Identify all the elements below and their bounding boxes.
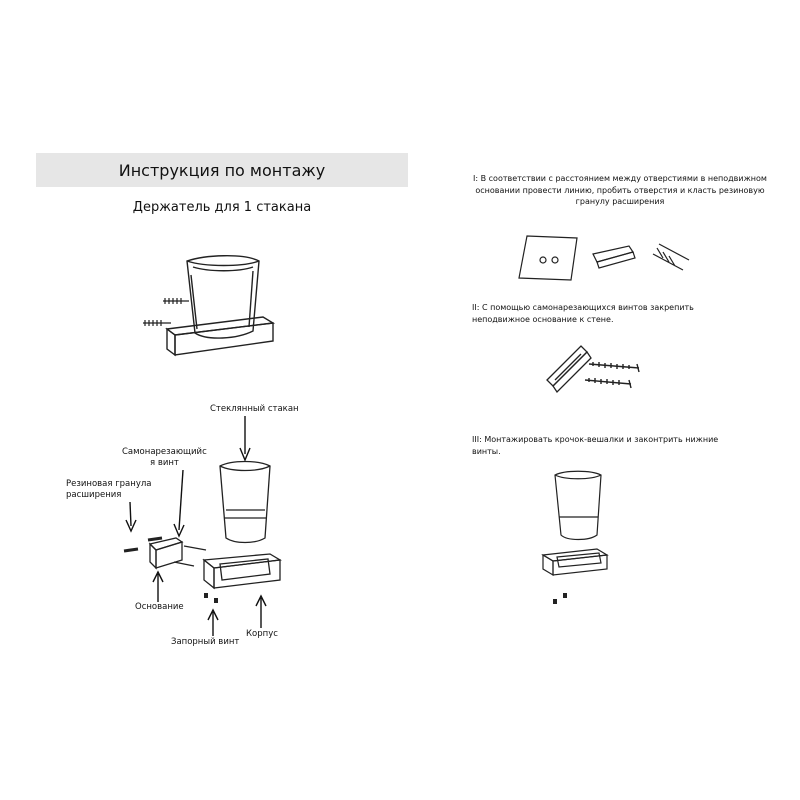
step-3-text: III: Монтажировать крочок-вешалки и зако… (472, 435, 719, 456)
label-anchor-2: расширения (66, 490, 122, 500)
arrow-up-icon (207, 608, 219, 636)
page-title: Инструкция по монтажу (36, 153, 408, 187)
wall-anchor-icon (652, 243, 690, 271)
wall-anchor-icon (123, 536, 163, 553)
screw-icon (546, 345, 640, 394)
label-locking-screw: Запорный винт (171, 637, 240, 647)
arrow-up-icon (255, 594, 267, 628)
label-anchor-1: Резиновая гранула (66, 479, 152, 489)
glass-holder-illustration (541, 470, 609, 604)
label-body: Корпус (246, 629, 278, 639)
arrow-down-icon (173, 469, 185, 538)
arrow-down-icon (239, 416, 251, 462)
arrow-up-icon (152, 570, 164, 602)
label-base: Основание (135, 602, 184, 612)
step-1-text: I: В соответствии с расстоянием между от… (473, 174, 767, 206)
step-2-text: II: С помощью самонарезающихся винтов за… (472, 303, 694, 324)
wall-plate-drawing (518, 235, 690, 281)
exploded-parts-diagram (123, 460, 282, 603)
page-subtitle: Держатель для 1 стакана (132, 200, 312, 215)
glass-holder-illustration (143, 255, 276, 357)
label-screw-2: я винт (150, 458, 179, 468)
label-glass: Стеклянный стакан (210, 404, 299, 414)
screw-icon (143, 298, 189, 326)
label-screw-1: Самонарезающийс (122, 447, 207, 457)
arrow-down-icon (125, 501, 137, 533)
screw-icon (173, 545, 207, 567)
